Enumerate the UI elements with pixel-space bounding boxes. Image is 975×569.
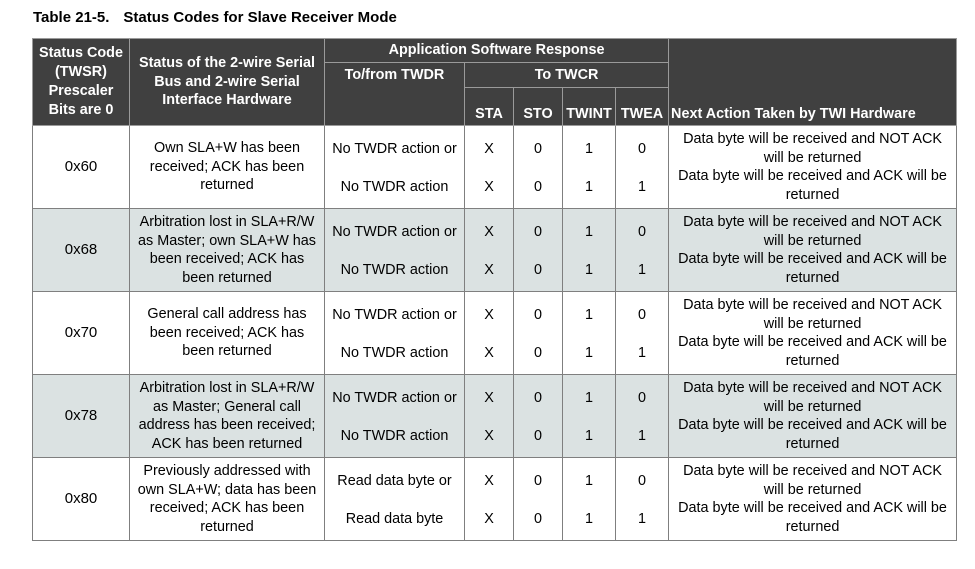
header-sto: STO [513,87,563,126]
header-status-code: Status Code (TWSR) Prescaler Bits are 0 [32,38,130,126]
table-number: Table 21-5. [33,9,110,26]
header-sta: STA [464,87,514,126]
header-twint: TWINT [562,87,616,126]
next-action-entry: Data byte will be received and ACK will … [678,417,947,452]
next-action-entry: Data byte will be received and ACK will … [678,334,947,369]
header-to-twcr: To TWCR [463,62,670,88]
header-twea: TWEA [614,87,670,126]
status-code-cell: 0x78 [32,374,130,458]
next-action-entry: Data byte will be received and ACK will … [678,168,947,203]
status-codes-table: Status Code (TWSR) Prescaler Bits are 0 … [32,38,958,541]
status-code-cell: 0x68 [32,208,130,292]
header-app-response: Application Software Response [323,38,670,63]
table-title: Status Codes for Slave Receiver Mode [123,9,397,26]
header-to-from-twdr: To/from TWDR [324,62,465,126]
next-action-entry: Data byte will be received and ACK will … [678,500,947,535]
header-status-desc: Status of the 2-wire Serial Bus and 2-wi… [129,38,325,126]
table-caption: Table 21-5. Status Codes for Slave Receiv… [33,9,397,26]
next-action-entry: Data byte will be received and ACK will … [678,251,947,286]
status-code-cell: 0x70 [32,291,130,375]
header-next-action: Next Action Taken by TWI Hardware [668,38,958,126]
status-code-cell: 0x60 [32,125,130,209]
status-code-cell: 0x80 [32,457,130,541]
